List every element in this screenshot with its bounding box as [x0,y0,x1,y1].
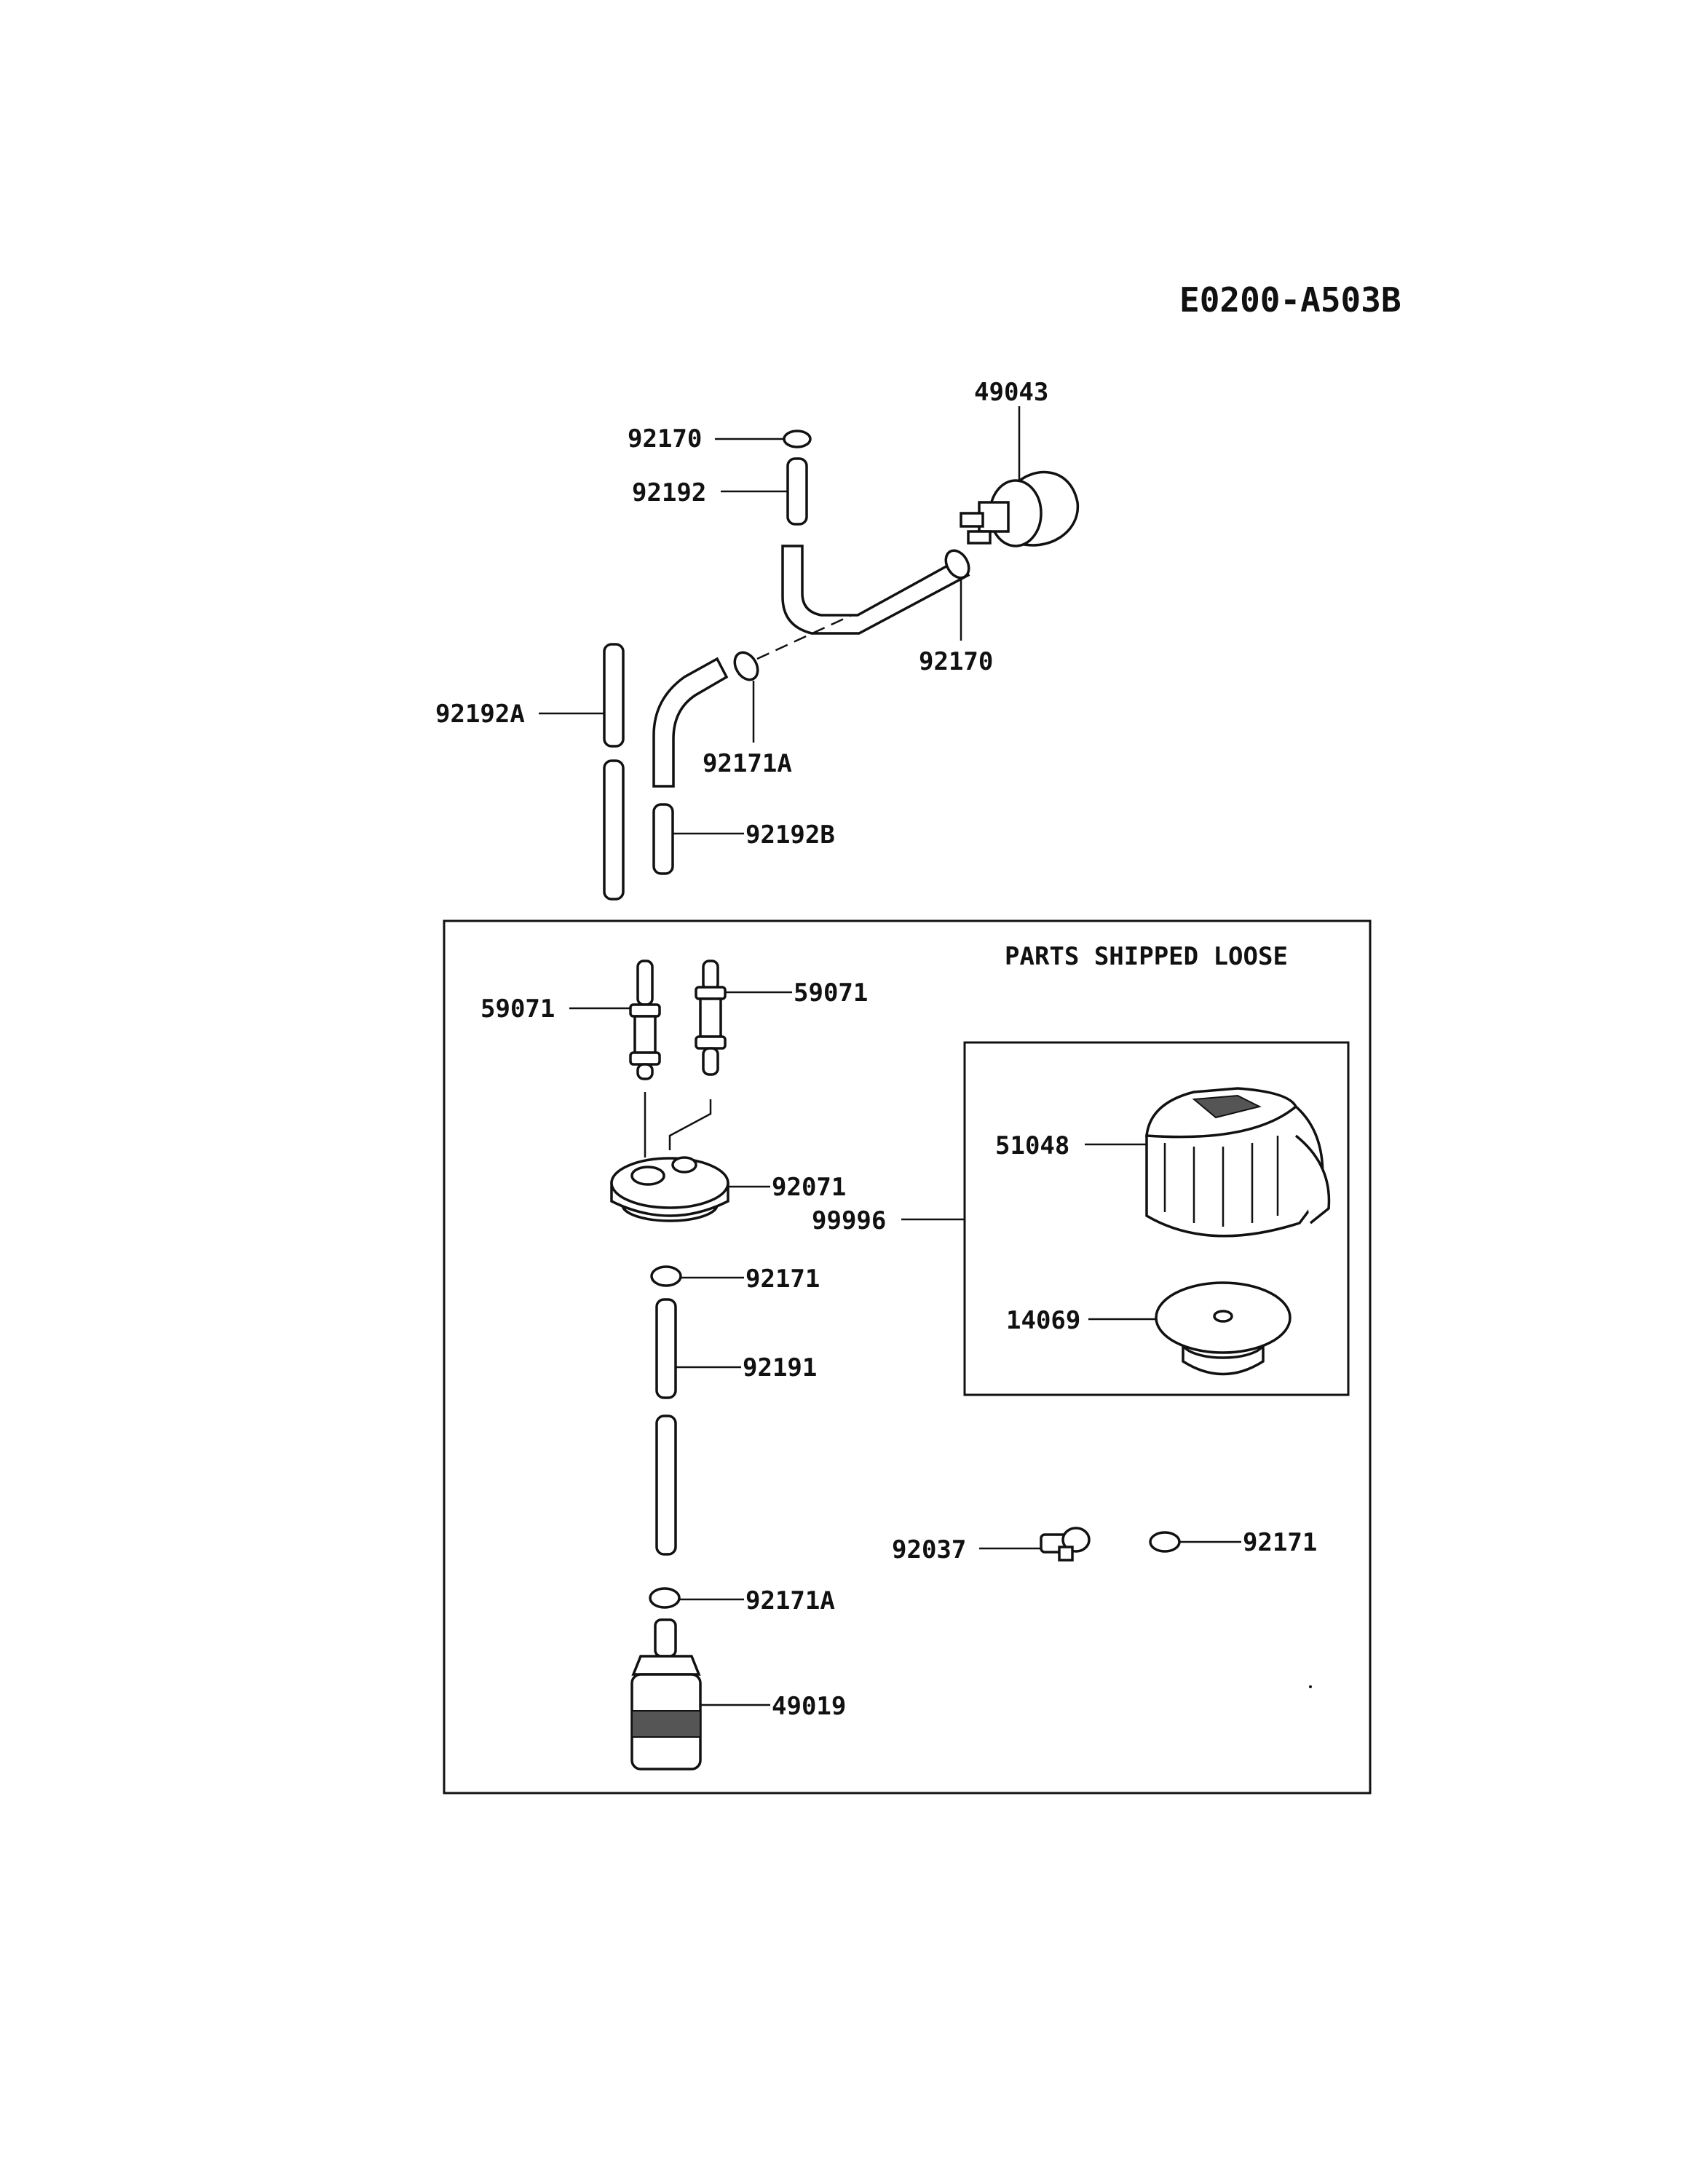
label-49043: 49043 [974,378,1048,407]
label-92071: 92071 [772,1173,846,1202]
label-59071-left: 59071 [480,994,555,1024]
bent-hose-upper [781,545,970,635]
cap-gasket-14069 [1155,1281,1292,1376]
clamp-92171A-upper [733,651,759,681]
clamp-92171A-lower [649,1587,681,1609]
label-92192B: 92192B [745,820,835,850]
label-92171A-upper: 92171A [703,749,792,778]
clamp-92170-top [783,430,812,448]
label-92171A-lower: 92171A [745,1586,835,1615]
label-92170-top: 92170 [628,424,702,454]
label-92037: 92037 [892,1535,966,1564]
connection-line [756,614,853,660]
label-92171-mid: 92171 [745,1265,820,1294]
label-92171-right: 92171 [1243,1528,1317,1557]
diagram-code: E0200-A503B [1179,280,1401,320]
clamp-92171-mid [650,1265,682,1287]
bent-hose-lower [652,657,729,788]
label-49019: 49019 [772,1692,846,1721]
grommet-92071 [610,1156,729,1222]
hose-92192B [652,803,674,875]
hose-92192A [603,643,625,901]
label-92192A: 92192A [435,700,525,729]
clip-92037 [1040,1527,1091,1562]
nipple-59071-left [629,960,661,1080]
clamp-92170-right [944,549,970,579]
connector-right [668,1099,712,1150]
label-92192: 92192 [632,478,706,507]
hose-92191 [655,1298,677,1556]
label-99996: 99996 [812,1206,886,1235]
hose-92192 [786,457,808,526]
nipple-59071-right [695,960,727,1076]
label-92170-right: 92170 [919,647,993,676]
section-title: PARTS SHIPPED LOOSE [1005,942,1288,971]
stray-dot [1309,1685,1312,1688]
label-14069: 14069 [1006,1306,1080,1335]
label-92191: 92191 [743,1353,817,1382]
parts-shipped-loose-frame [443,919,1372,1795]
fuel-cap-51048 [1145,1087,1331,1238]
label-59071-right: 59071 [794,978,868,1008]
label-51048: 51048 [995,1131,1069,1160]
primer-bulb-49043 [960,470,1079,547]
fuel-filter-49019 [630,1618,702,1770]
clamp-92171-right [1149,1531,1181,1553]
